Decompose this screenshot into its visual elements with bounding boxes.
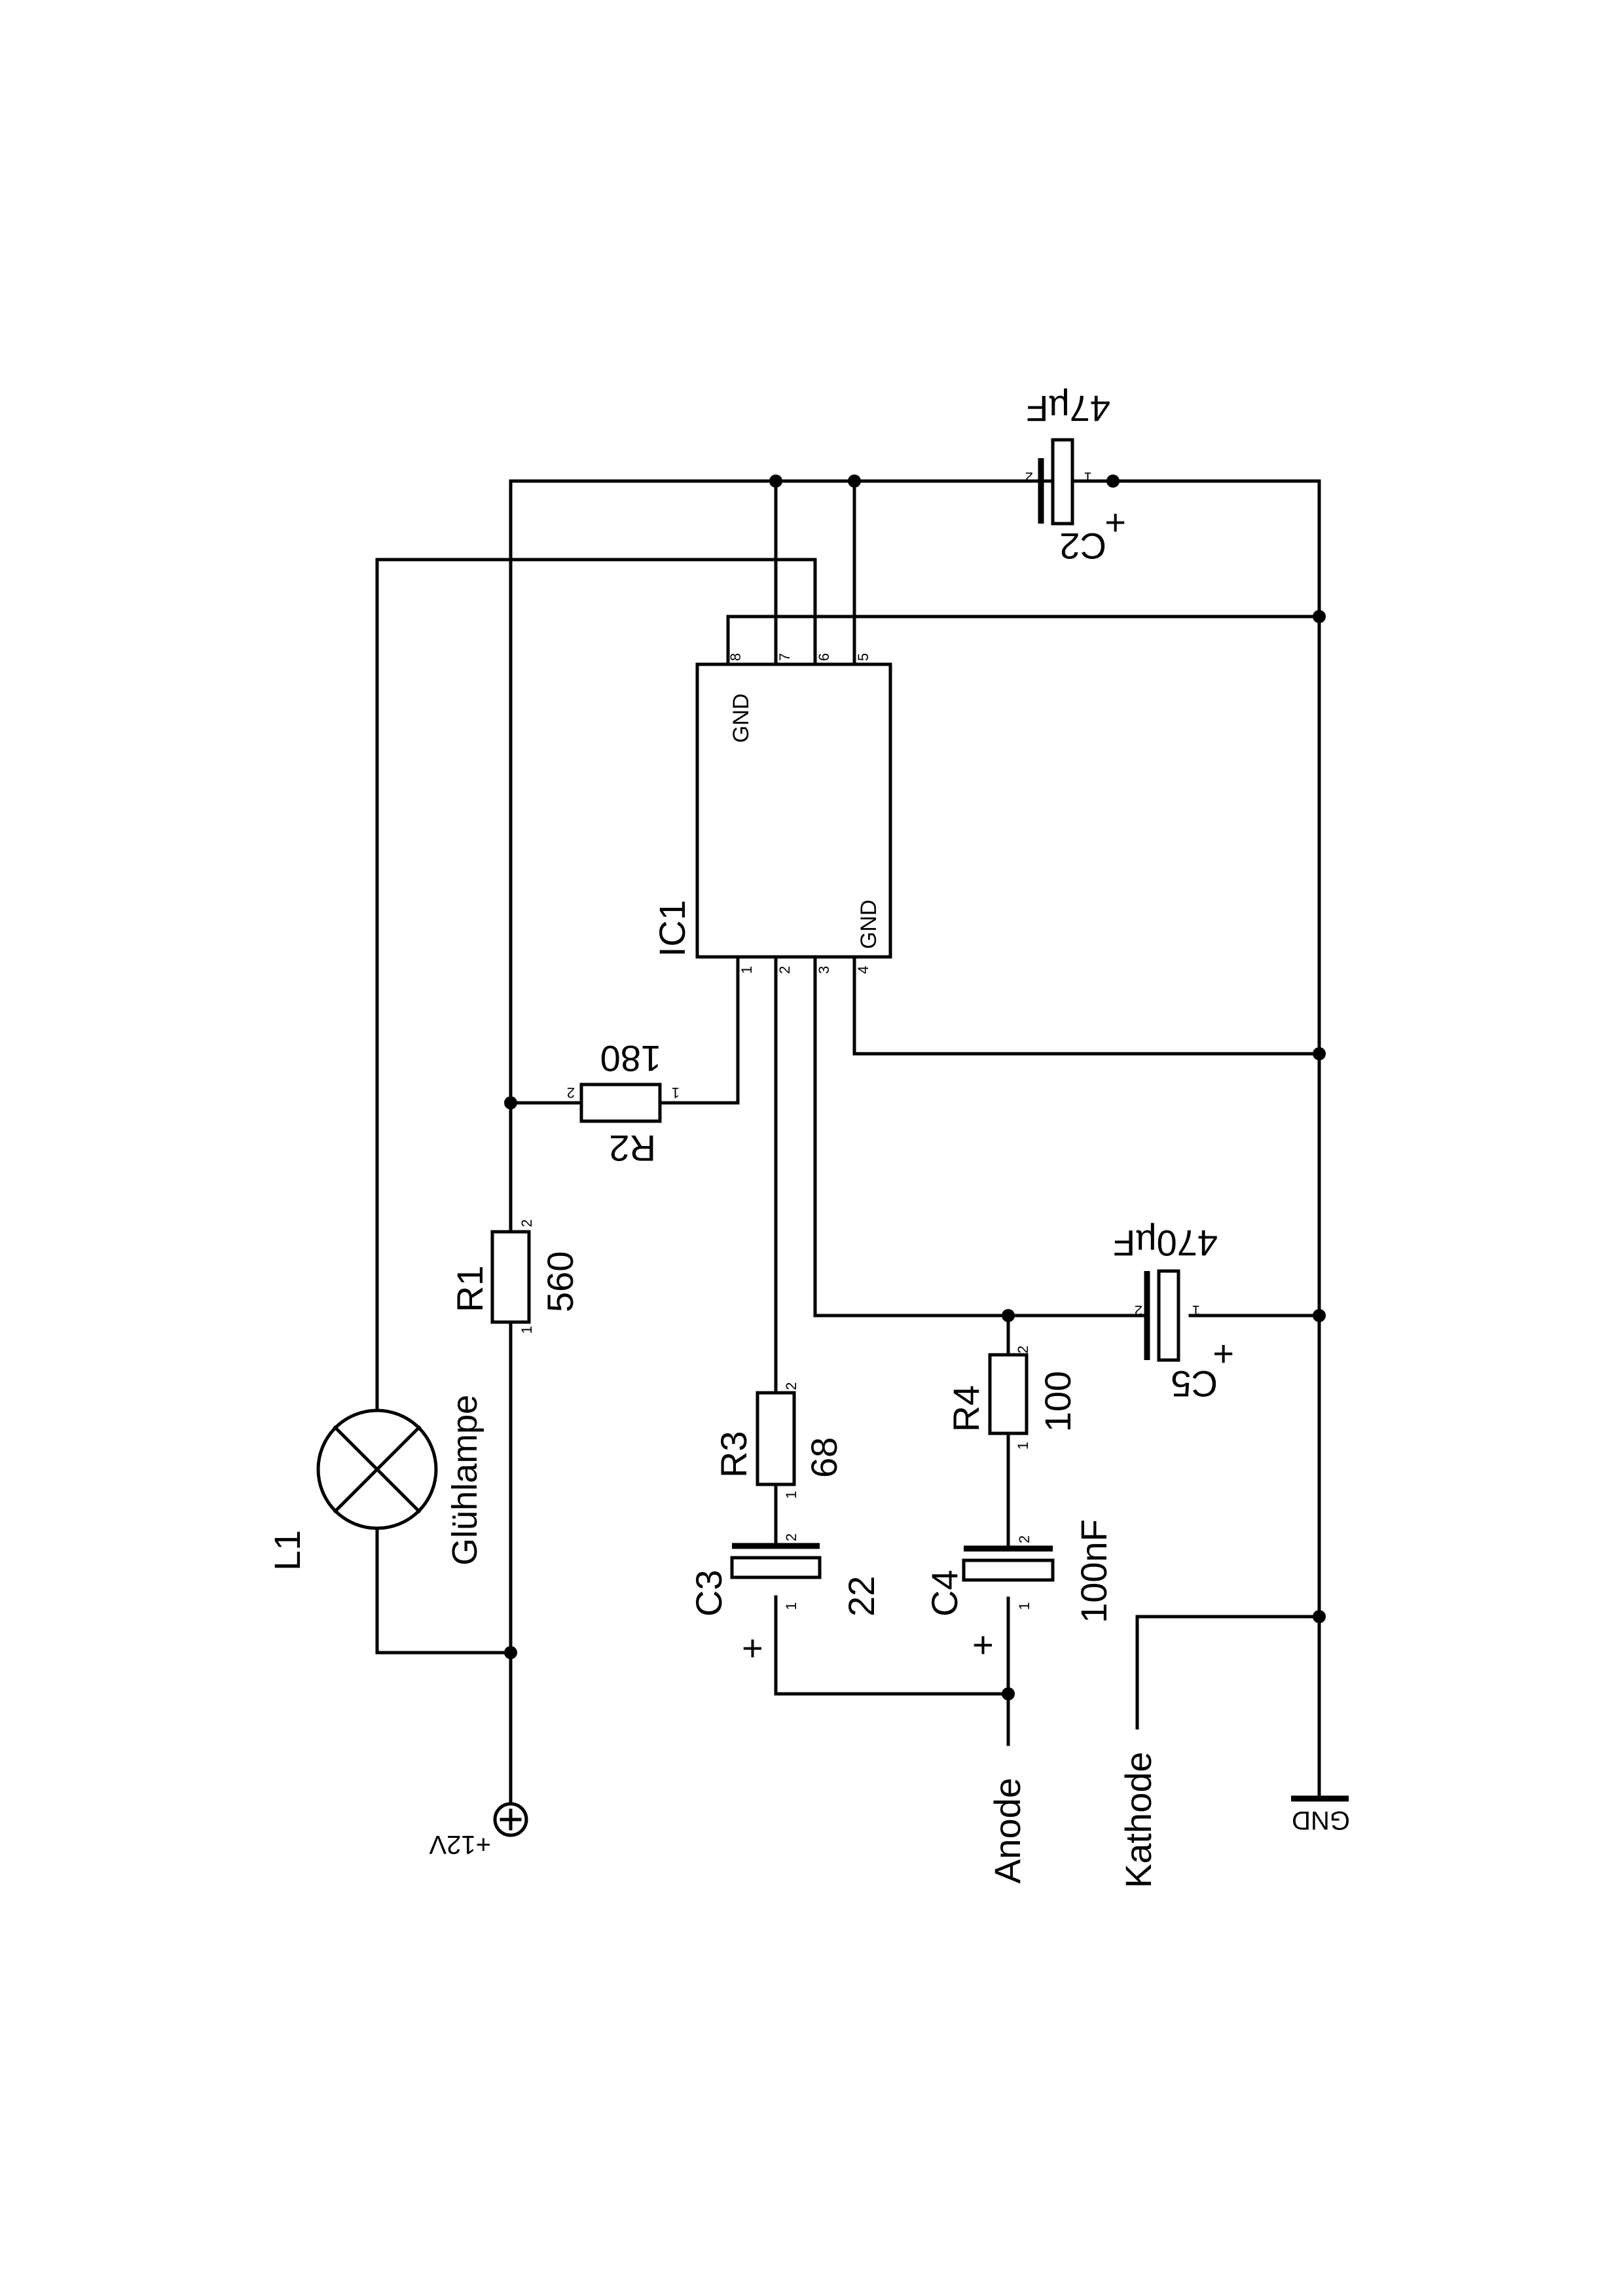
wire-r2-to-pin1 <box>658 955 740 1105</box>
junction-dot <box>1002 1309 1015 1322</box>
c4-plus: + <box>962 1634 1003 1656</box>
junction-dot <box>1313 1309 1326 1322</box>
wire-pin4 <box>852 955 1321 1056</box>
junction-dot <box>769 475 782 488</box>
junctions <box>504 475 1326 1700</box>
r4-pin1: 1 <box>1015 1442 1031 1450</box>
c3-body <box>730 1556 822 1579</box>
c4-pin1: 1 <box>1016 1602 1032 1610</box>
resistor-r2: 180 R2 1 2 <box>567 1038 680 1169</box>
c5-pin1: 1 <box>1192 1302 1200 1319</box>
c4-ref: C4 <box>924 1570 965 1617</box>
r3-pin1: 1 <box>783 1491 799 1499</box>
ic1-pin8-label: 8 <box>727 653 744 661</box>
kathode-label: Kathode <box>1118 1751 1159 1888</box>
c3-value: 22 <box>841 1576 882 1617</box>
lamp-l1: L1 Glühlampe <box>266 1395 484 1571</box>
junction-dot <box>1313 1610 1326 1623</box>
capacitor-c2: 47µF C2 + 1 2 <box>1025 388 1126 567</box>
r1-body <box>490 1230 531 1324</box>
c5-plus: + <box>1213 1334 1234 1375</box>
c5-body <box>1157 1269 1180 1362</box>
ic1-gnd-top: GND <box>729 693 754 743</box>
junction-dot <box>1106 475 1120 488</box>
wire-c3-anode <box>774 1595 1010 1696</box>
l1-value: Glühlampe <box>445 1395 484 1566</box>
wire-lamp-top <box>375 558 817 1412</box>
r2-body <box>579 1083 662 1123</box>
junction-dot <box>848 475 861 488</box>
c5-value: 470µF <box>1113 1223 1218 1264</box>
r4-pin2: 2 <box>1015 1346 1031 1354</box>
r3-body <box>756 1391 796 1486</box>
c2-body <box>1051 438 1074 526</box>
c2-pin1: 1 <box>1084 469 1092 486</box>
c3-ref: C3 <box>688 1570 729 1617</box>
c3-plus: + <box>731 1638 773 1659</box>
ic1-pin2-label: 2 <box>776 966 793 974</box>
ic1-pin1-label: 1 <box>739 966 755 974</box>
r3-ref: R3 <box>713 1431 754 1478</box>
r2-pin2: 2 <box>567 1085 575 1101</box>
resistor-r4: R4 100 1 2 <box>945 1346 1078 1450</box>
capacitor-c4: C4 100nF + 1 2 <box>924 1519 1114 1656</box>
capacitor-c5: 470µF C5 + 1 2 <box>1113 1223 1234 1405</box>
c2-value: 47µF <box>1026 388 1110 429</box>
r3-pin2: 2 <box>783 1382 799 1390</box>
r1-ref: R1 <box>449 1265 490 1312</box>
r1-pin1: 1 <box>519 1326 535 1334</box>
junction-dot <box>1313 610 1326 623</box>
anode-label: Anode <box>987 1778 1028 1884</box>
r4-ref: R4 <box>945 1385 987 1432</box>
c3-pin1: 1 <box>783 1602 799 1610</box>
junction-dot <box>504 1646 517 1659</box>
wire-pin3 <box>813 955 1146 1318</box>
c2-plus: + <box>1104 503 1126 544</box>
r1-value: 560 <box>539 1251 581 1312</box>
r1-pin2: 2 <box>519 1219 535 1227</box>
junction-dot <box>504 1096 517 1109</box>
wire-lamp-bottom <box>375 1526 513 1655</box>
resistor-r1: R1 560 1 2 <box>449 1219 581 1334</box>
wire-pin8 <box>726 615 1321 666</box>
c5-ref: C5 <box>1171 1363 1218 1405</box>
supply-label: +12V <box>429 1830 491 1859</box>
ic1-pin4-label: 4 <box>855 966 871 974</box>
ic1-gnd-bottom: GND <box>856 899 881 949</box>
wires <box>375 479 1349 1805</box>
c3-pin2: 2 <box>783 1534 799 1541</box>
ic1: IC1 GND GND 8 7 6 5 1 2 3 4 <box>651 653 892 974</box>
r4-body <box>988 1353 1029 1435</box>
wire-r1-to-top <box>509 479 1321 1234</box>
lamp-cross-2 <box>333 1425 422 1514</box>
power-terminal: +12V <box>429 1802 528 1859</box>
r4-value: 100 <box>1037 1371 1078 1432</box>
junction-dot <box>1313 1047 1326 1060</box>
l1-ref: L1 <box>266 1530 308 1571</box>
ic1-pin6-label: 6 <box>816 653 832 661</box>
ic1-pin7-label: 7 <box>776 653 793 661</box>
r2-value: 180 <box>600 1038 661 1079</box>
ic1-ref: IC1 <box>651 900 693 957</box>
resistor-r3: R3 68 1 2 <box>713 1382 845 1499</box>
c4-body <box>962 1558 1055 1582</box>
r2-ref: R2 <box>609 1128 656 1169</box>
r3-value: 68 <box>803 1437 845 1478</box>
wire-kathode <box>1135 1615 1321 1730</box>
c2-pin2: 2 <box>1025 469 1033 486</box>
r2-pin1: 1 <box>672 1085 680 1101</box>
c2-ref: C2 <box>1059 526 1106 567</box>
capacitor-c3: C3 22 + 1 2 <box>688 1534 882 1659</box>
c5-pin2: 2 <box>1135 1302 1142 1319</box>
junction-dot <box>1002 1687 1015 1700</box>
ic1-pin5-label: 5 <box>855 653 871 661</box>
c4-value: 100nF <box>1073 1519 1114 1623</box>
ic1-pin3-label: 3 <box>816 966 832 974</box>
ground-label: GND <box>1292 1806 1350 1835</box>
c4-pin2: 2 <box>1016 1535 1032 1543</box>
ic1-body <box>695 662 892 959</box>
